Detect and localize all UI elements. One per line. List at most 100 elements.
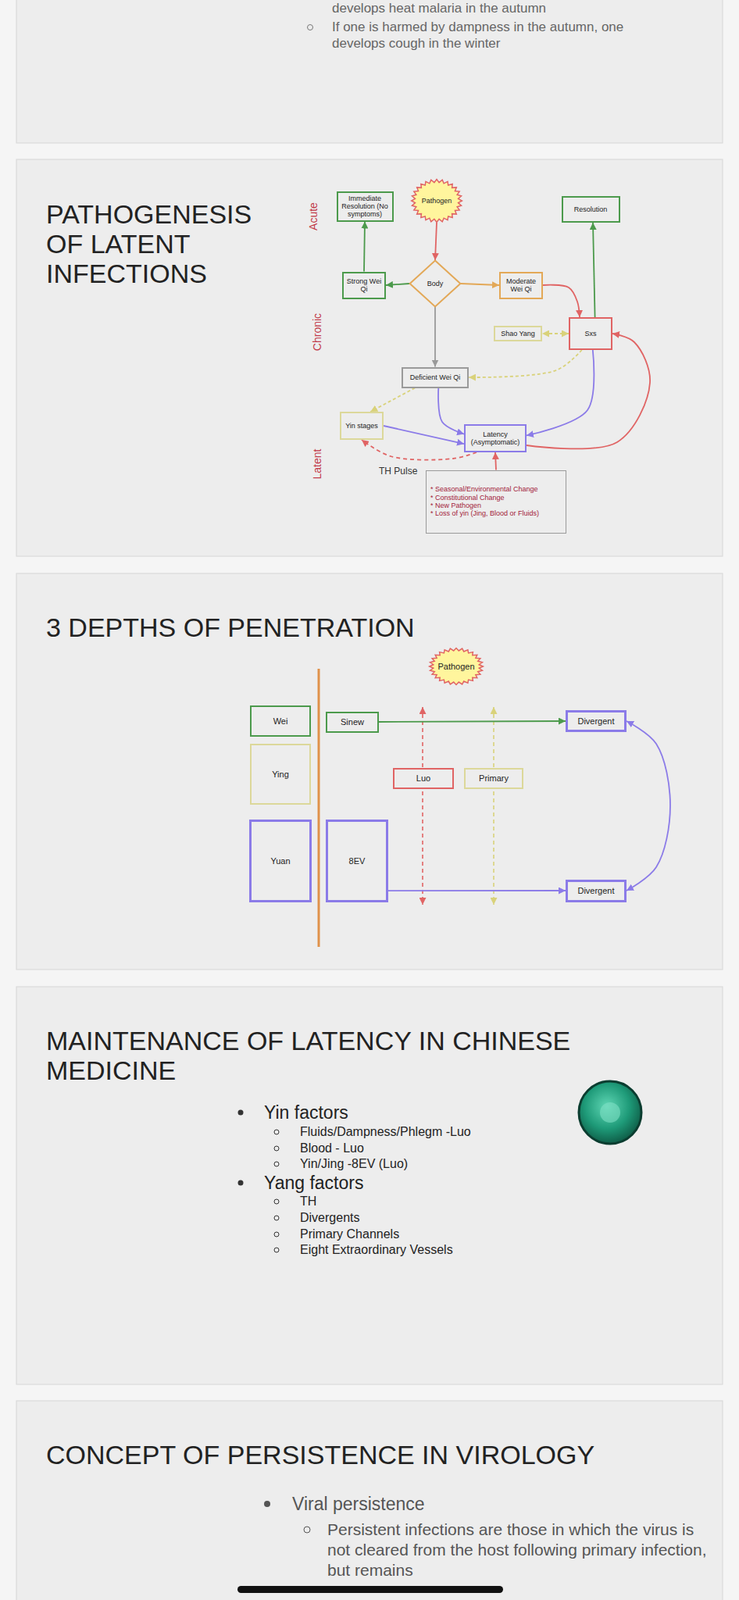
process-box: Moderate Wei Qi: [499, 271, 543, 300]
pathogen-burst: Pathogen: [428, 647, 484, 686]
bullet: [274, 1145, 279, 1151]
connector-arrow: [626, 721, 671, 891]
slide-text: TH: [299, 1193, 629, 1210]
process-box: Resolution: [561, 196, 621, 223]
slide-text: MAINTENANCE OF LATENCY IN CHINESE MEDICI…: [46, 1025, 687, 1086]
node-label: Latency (Asymptomatic): [467, 430, 523, 447]
connector-arrow: [526, 349, 594, 436]
slide-panel: CONCEPT OF PERSISTENCE IN VIROLOGY Viral …: [16, 1400, 723, 1600]
decision-diamond: Body: [409, 260, 461, 308]
node-label: Immediate Resolution (No symptoms): [340, 194, 390, 219]
slide-text: Divergents: [299, 1210, 629, 1226]
connector-arrow: [361, 439, 477, 461]
pathogen-burst: Pathogen: [410, 178, 463, 223]
slide-panel: 3 DEPTHS OF PENETRATIONPathogenWeiSinewD…: [16, 573, 723, 970]
slide-text: Yin/Jing -8EV (Luo): [299, 1156, 629, 1172]
slide-text: CONCEPT OF PERSISTENCE IN VIROLOGY: [46, 1439, 703, 1470]
node-label: Moderate Wei Qi: [503, 277, 540, 294]
green-cell-icon: [599, 1102, 621, 1123]
node-label: Sinew: [340, 717, 365, 728]
luo-dashed-arrow: [421, 706, 424, 905]
node-label: Yuan: [270, 856, 290, 867]
node-label: Resolution: [574, 205, 608, 214]
slide-panel: PATHOGENESIS OF LATENT INFECTIONSImmedia…: [16, 159, 723, 557]
node-label: Deficient Wei Qi: [410, 373, 461, 382]
slide-ground: [16, 1400, 723, 1600]
slide-text: Fluids/Dampness/Phlegm -Luo: [299, 1124, 629, 1140]
node-label: Primary: [478, 773, 509, 784]
slide-text: Viral persistence: [292, 1492, 621, 1515]
process-box: Yin stages: [339, 411, 384, 440]
slide-ground: [16, 0, 723, 143]
node-label: Body: [427, 279, 444, 288]
primary-dashed-arrow: [492, 706, 495, 905]
node-label: * New Pathogen: [430, 501, 482, 510]
green-cell-icon: [578, 1081, 642, 1144]
burst-outline: [411, 179, 463, 223]
slide-panel: MAINTENANCE OF LATENCY IN CHINESE MEDICI…: [16, 986, 723, 1385]
node-label: Strong Wei Qi: [346, 277, 382, 294]
bullet: [274, 1161, 279, 1167]
edge-label: TH Pulse: [377, 465, 419, 477]
bullet: [307, 24, 314, 31]
process-box: Strong Wei Qi: [342, 271, 386, 300]
connector-arrow: [370, 388, 415, 413]
slide-text: Yang factors: [264, 1171, 499, 1194]
phase-label: Acute: [307, 202, 320, 231]
process-box: 8EV: [325, 819, 389, 903]
node-label: Divergent: [577, 885, 615, 897]
connector-arrow: [542, 332, 569, 335]
node-label: Pathogen: [437, 661, 475, 672]
process-box: Sxs: [568, 317, 613, 350]
bullet: [238, 1180, 244, 1186]
connector-arrow: [495, 452, 497, 471]
slide-text: Blood - Luo: [299, 1140, 629, 1157]
slide-text: Persistent infections are those in which…: [327, 1519, 711, 1581]
connector-arrow: [435, 222, 437, 261]
phase-label: Latent: [310, 449, 324, 480]
bullet: [274, 1247, 279, 1253]
slide-text: 3 DEPTHS OF PENETRATION: [46, 612, 593, 643]
bullet: [264, 1500, 271, 1507]
connector-arrow: [592, 222, 596, 318]
node-label: Sxs: [584, 329, 597, 338]
node-label: Yin stages: [345, 421, 379, 430]
bullet: [238, 1110, 244, 1116]
process-box: Divergent: [565, 710, 627, 732]
process-box: * Seasonal/Environmental Change* Constit…: [425, 470, 567, 534]
connector-arrow: [526, 333, 650, 449]
node-label: Ying: [271, 769, 290, 780]
process-box: Shao Yang: [493, 325, 543, 342]
process-box: Latency (Asymptomatic): [464, 424, 527, 453]
slide-ground: [16, 986, 723, 1385]
node-label: * Seasonal/Environmental Change: [430, 485, 539, 493]
process-box: Divergent: [565, 879, 627, 903]
connector-arrow: [364, 221, 365, 272]
connector-arrow: [460, 283, 500, 286]
slide-text: Yin factors: [264, 1101, 499, 1124]
process-box: Wei: [249, 705, 311, 737]
bullet: [274, 1231, 279, 1237]
slide-ground: [16, 573, 723, 970]
bullet: [303, 1526, 311, 1533]
slide-text: Eight Extraordinary Vessels: [299, 1242, 629, 1258]
connector-arrow: [434, 307, 436, 368]
slide-text: develops heat malaria in the autumn: [332, 0, 676, 17]
slide-panel: develops heat malaria in the autumnIf on…: [16, 0, 723, 143]
process-box: Ying: [249, 743, 311, 805]
process-box: Yuan: [249, 819, 312, 903]
bullet: [274, 1129, 279, 1135]
connector-arrow: [438, 388, 465, 435]
node-label: Wei: [273, 716, 289, 727]
node-label: Luo: [416, 773, 431, 784]
process-box: Deficient Wei Qi: [401, 367, 469, 389]
process-box: Immediate Resolution (No symptoms): [336, 191, 394, 222]
phase-label: Chronic: [310, 313, 324, 351]
connector-arrow: [383, 425, 465, 444]
node-label: Shao Yang: [500, 329, 536, 338]
node-label: Pathogen: [421, 196, 453, 205]
process-box: Sinew: [325, 711, 379, 733]
bullet: [274, 1199, 279, 1204]
slide-text: Primary Channels: [299, 1226, 629, 1243]
